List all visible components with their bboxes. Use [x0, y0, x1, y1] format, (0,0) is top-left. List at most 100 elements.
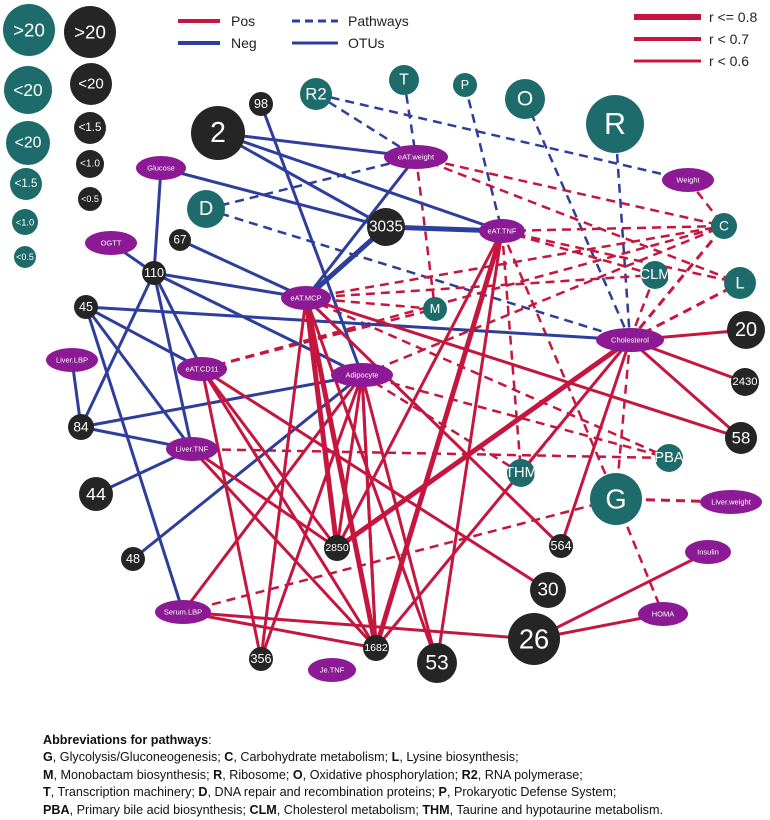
node-o2850[interactable]: 2850 [324, 535, 350, 561]
node-OGTT[interactable]: OGTT [85, 231, 137, 255]
node-o98[interactable]: 98 [249, 92, 273, 116]
node-D[interactable]: D [187, 190, 225, 228]
otu-node [363, 635, 389, 661]
edge-SerumLBP-o26 [182, 610, 535, 641]
edge-Cholesterol-o564 [559, 339, 632, 547]
node-label: 44 [86, 484, 106, 504]
node-LiverTNF[interactable]: Liver.TNF [166, 437, 218, 461]
otu-size-circle [78, 187, 102, 211]
node-label: R [604, 107, 626, 141]
node-label: Insulin [697, 548, 719, 557]
node-label: PBA [654, 450, 684, 466]
host-variable-node [638, 602, 688, 626]
node-P[interactable]: P [453, 73, 477, 97]
edge-D-eATweight [205, 155, 417, 211]
node-o3035[interactable]: 3035 [367, 208, 405, 246]
otu-size-circle [70, 63, 112, 105]
node-PBA[interactable]: PBA [654, 444, 684, 472]
node-eATCD11[interactable]: eAT.CD11 [177, 357, 227, 381]
node-o356[interactable]: 356 [249, 647, 273, 671]
edge-Adipocyte-PBA [361, 373, 670, 460]
node-eATTNF[interactable]: eAT.TNF [479, 219, 525, 243]
node-o1682[interactable]: 1682 [363, 635, 389, 661]
node-eATweight[interactable]: eAT.weight [384, 145, 448, 169]
node-JeTNF[interactable]: Je.TNF [308, 658, 356, 682]
pathway-size-label: <1.5 [15, 178, 38, 190]
node-o2430[interactable]: 2430 [731, 368, 759, 396]
node-Cholesterol[interactable]: Cholesterol [596, 328, 664, 352]
edge-o1682-Adipocyte [360, 374, 378, 649]
size-legend-pathway-1: <20 [4, 66, 52, 114]
legend-r-label-1: r < 0.7 [709, 31, 749, 47]
abbreviations-block: Abbreviations for pathways: G, Glycolysi… [43, 732, 768, 819]
node-label: Liver.weight [711, 498, 752, 507]
node-LiverLBP[interactable]: Liver.LBP [46, 348, 98, 372]
node-o45[interactable]: 45 [74, 295, 98, 319]
node-T[interactable]: T [389, 65, 419, 95]
node-o26[interactable]: 26 [508, 613, 560, 665]
node-label: M [430, 302, 441, 316]
node-o53[interactable]: 53 [417, 643, 457, 683]
node-o110[interactable]: 110 [142, 261, 166, 285]
legend-r-label-2: r < 0.6 [709, 53, 749, 69]
node-label: 564 [550, 539, 571, 553]
edge-Glucose-o110 [152, 167, 163, 274]
node-label: eAT.TNF [487, 227, 516, 236]
size-legend-otu-2: <1.5 [74, 112, 106, 144]
node-Weight[interactable]: Weight [662, 168, 714, 192]
node-o84[interactable]: 84 [68, 414, 94, 440]
node-eATMCP[interactable]: eAT.MCP [281, 286, 331, 310]
otu-size-label: <1.5 [79, 122, 102, 134]
otu-node [417, 643, 457, 683]
node-Adipocyte[interactable]: Adipocyte [331, 363, 393, 387]
node-o564[interactable]: 564 [549, 534, 573, 558]
node-Insulin[interactable]: Insulin [685, 540, 731, 564]
node-label: eAT.weight [398, 153, 435, 162]
node-o30[interactable]: 30 [530, 572, 566, 608]
node-HOMA[interactable]: HOMA [638, 602, 688, 626]
node-label: eAT.MCP [290, 294, 321, 303]
node-Liverweight[interactable]: Liver.weight [700, 490, 762, 514]
pathway-node [711, 213, 737, 239]
abbreviations-list: G, Glycolysis/Gluconeogenesis; C, Carboh… [43, 749, 768, 819]
node-o58[interactable]: 58 [725, 422, 757, 454]
edge-eATTNF-o53 [435, 230, 504, 664]
node-THM[interactable]: THM [505, 459, 537, 487]
node-Glucose[interactable]: Glucose [136, 156, 186, 180]
node-o67[interactable]: 67 [169, 229, 191, 251]
pathway-size-label: <20 [15, 135, 42, 152]
node-o48[interactable]: 48 [121, 547, 145, 571]
node-R[interactable]: R [586, 95, 644, 153]
node-o2[interactable]: 2 [191, 106, 245, 160]
edge-Adipocyte-o2850 [335, 374, 364, 549]
node-label: 2430 [732, 376, 757, 388]
pathway-size-label: <20 [13, 80, 42, 100]
pathway-node [423, 297, 447, 321]
node-label: R2 [305, 85, 326, 104]
node-C[interactable]: C [711, 213, 737, 239]
node-o44[interactable]: 44 [79, 477, 113, 511]
pathway-size-circle [6, 121, 50, 165]
pathway-node [590, 473, 642, 525]
node-L[interactable]: L [724, 267, 756, 299]
host-variable-node [85, 231, 137, 255]
pathway-node [655, 444, 683, 472]
pathway-node [389, 65, 419, 95]
edge-Adipocyte-C [361, 224, 725, 377]
node-M[interactable]: M [423, 297, 447, 321]
otu-size-circle [76, 150, 104, 178]
node-SerumLBP[interactable]: Serum.LBP [155, 600, 211, 624]
node-O[interactable]: O [505, 79, 545, 119]
otu-node [169, 229, 191, 251]
otu-node [508, 613, 560, 665]
edge-Cholesterol-C [628, 225, 726, 341]
node-label: 48 [126, 552, 140, 566]
node-o20[interactable]: 20 [727, 311, 765, 349]
edge-SerumLBP-o1682 [182, 610, 377, 650]
abbrev-line: G, Glycolysis/Gluconeogenesis; C, Carboh… [43, 750, 519, 765]
node-G[interactable]: G [590, 473, 642, 525]
node-CLM[interactable]: CLM [639, 261, 671, 289]
node-R2[interactable]: R2 [300, 78, 332, 110]
edge-eATMCP-o2850 [303, 297, 340, 549]
